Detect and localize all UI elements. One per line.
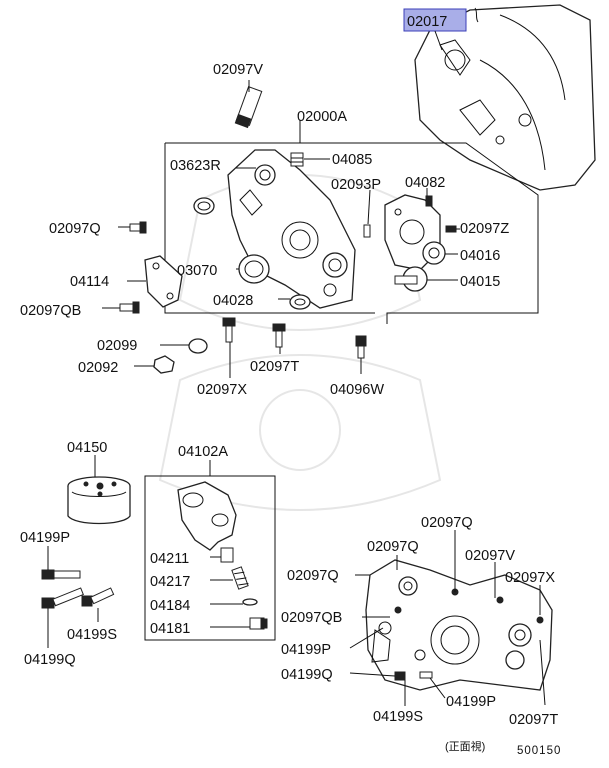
callout-02097V-right[interactable]: 02097V [465, 548, 515, 564]
callout-02097Q-right-3[interactable]: 02097Q [287, 568, 339, 584]
callout-04016[interactable]: 04016 [460, 248, 500, 264]
seal-03070-illustration [238, 254, 270, 284]
callout-02092[interactable]: 02092 [78, 360, 118, 376]
callout-04199Q-left[interactable]: 04199Q [24, 652, 76, 668]
callout-02097Q-left[interactable]: 02097Q [49, 221, 101, 237]
callout-04199P-right-1[interactable]: 04199P [281, 642, 331, 658]
engine-block-illustration [414, 4, 596, 191]
callout-02097X-right[interactable]: 02097X [505, 570, 555, 586]
callout-04181[interactable]: 04181 [150, 621, 190, 637]
seal-03623R-illustration [193, 197, 215, 215]
callout-04199P-left[interactable]: 04199P [20, 530, 70, 546]
callout-03070[interactable]: 03070 [177, 263, 217, 279]
callout-02097QB-right[interactable]: 02097QB [281, 610, 342, 626]
part-02017-label[interactable]: 02017 [407, 14, 447, 30]
callout-02099[interactable]: 02099 [97, 338, 137, 354]
front-engine-view-illustration [365, 559, 553, 691]
plug-02092-illustration [153, 355, 175, 374]
bolt-02097V-illustration [234, 86, 263, 129]
callout-02097QB-left[interactable]: 02097QB [20, 303, 81, 319]
callout-02097T-right[interactable]: 02097T [509, 712, 558, 728]
callout-04211[interactable]: 04211 [150, 551, 189, 567]
callout-02093P[interactable]: 02093P [331, 177, 381, 193]
oil-filter-04150-illustration [67, 476, 131, 525]
filter-bracket-04102A-illustration [177, 481, 237, 551]
bolt-04096W-illustration [355, 335, 367, 359]
oil-pump-case-illustration [227, 149, 356, 309]
callout-04028[interactable]: 04028 [213, 293, 253, 309]
callout-04085[interactable]: 04085 [332, 152, 372, 168]
callout-04096W[interactable]: 04096W [330, 382, 384, 398]
callout-02097Z[interactable]: 02097Z [460, 221, 509, 237]
leader-lines [47, 120, 546, 706]
callout-02097V-top[interactable]: 02097V [213, 62, 263, 78]
oring-04184-illustration [242, 598, 258, 606]
callout-04199P-right-2[interactable]: 04199P [446, 694, 496, 710]
bolt-04199Q-left-illustration [41, 587, 84, 609]
callout-04199S-left[interactable]: 04199S [67, 627, 117, 643]
callout-04150[interactable]: 04150 [67, 440, 107, 456]
callout-04199Q-right[interactable]: 04199Q [281, 667, 333, 683]
bolt-04199P-left-illustration [41, 569, 81, 580]
callout-04015[interactable]: 04015 [460, 274, 500, 290]
callout-02000A[interactable]: 02000A [297, 109, 347, 125]
callout-04082[interactable]: 04082 [405, 175, 445, 191]
oil-pump-group-box [164, 142, 539, 324]
callout-04102A[interactable]: 04102A [178, 444, 228, 460]
callout-04114[interactable]: 04114 [70, 274, 109, 290]
diagram-number: 500150 [517, 745, 561, 757]
bolt-02097T-mid-illustration [272, 323, 286, 348]
washer-02099-illustration [188, 338, 208, 354]
callout-04217[interactable]: 04217 [150, 574, 190, 590]
gear-04016-illustration [422, 241, 446, 265]
callout-02097T-mid[interactable]: 02097T [250, 359, 299, 375]
bolt-02097Z-illustration [445, 225, 457, 233]
pin-02093P-illustration [363, 224, 371, 238]
callout-02097Q-right-1[interactable]: 02097Q [421, 515, 473, 531]
callout-03623R[interactable]: 03623R [170, 158, 221, 174]
callout-labels: 02097V 02000A 03623R 04085 02093P 04082 … [20, 62, 558, 728]
callout-02097X-mid[interactable]: 02097X [197, 382, 247, 398]
spring-04217-illustration [231, 566, 249, 590]
gear-04015-illustration [394, 266, 428, 292]
callout-02097Q-right-2[interactable]: 02097Q [367, 539, 419, 555]
plug-04085-illustration [290, 152, 304, 167]
front-view-note: (正面視) [445, 739, 485, 753]
oring-04028-illustration [289, 294, 311, 310]
gasket-04114-illustration [144, 255, 183, 308]
bolt-04199S-left-illustration [81, 587, 115, 607]
callout-04199S-right[interactable]: 04199S [373, 709, 423, 725]
plug-04211-illustration [220, 547, 234, 563]
bolt-02097X-mid-illustration [222, 317, 236, 343]
plug-04181-illustration [249, 617, 268, 630]
bolt-04082-illustration [425, 195, 433, 207]
bolt-02097Q-left-illustration [129, 221, 147, 234]
bolt-02097QB-left-illustration [119, 301, 140, 314]
callout-04184[interactable]: 04184 [150, 598, 190, 614]
